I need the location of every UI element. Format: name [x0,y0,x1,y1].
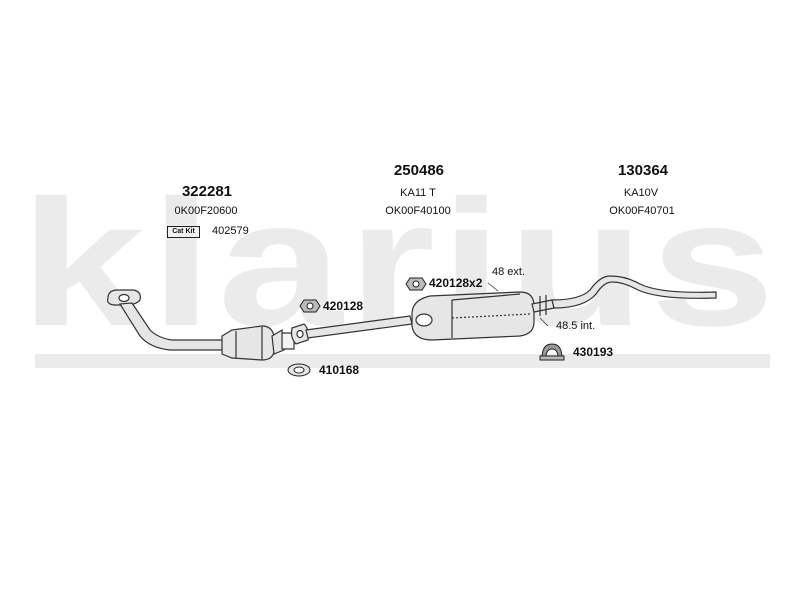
catalyst-body [221,325,275,361]
section-3-model: KA10V [623,187,659,199]
cat-kit-part-number: 402579 [212,225,249,237]
section-1-part-number: 322281 [181,183,233,200]
fitting-label-420128x2: 420128x2 [429,276,483,290]
fitting-label-410168: 410168 [319,363,360,377]
joint-clamp [539,295,547,316]
watermark-underline [35,354,770,368]
pipe-note-int: 48.5 int. [556,320,596,332]
section-2-oe-code: OK00F40100 [385,205,451,217]
section-2-model: KA11 T [400,187,436,199]
section-3-oe-code: OK00F40701 [609,205,675,217]
fitting-label-430193: 430193 [573,345,614,359]
gasket-icon [287,363,311,377]
fitting-icons [287,277,565,377]
section-3-part-number: 130364 [617,162,669,179]
middle-section [290,282,555,345]
section-2-part-number: 250486 [393,162,445,179]
tail-pipe [551,275,717,309]
pipe-note-ext: 48 ext. [492,266,526,278]
catalyst-outlet-flange [271,328,285,355]
fitting-label-420128: 420128 [323,299,364,313]
front-pipe-catalyst [107,289,295,361]
middle-silencer [411,291,535,341]
cat-kit-badge: Cat Kit [167,226,200,238]
rubber-mount-icon [299,299,321,313]
clamp-icon [539,343,565,361]
section-1-oe-code: 0K00F20600 [174,205,238,217]
rubber-mount-icon [405,277,427,291]
